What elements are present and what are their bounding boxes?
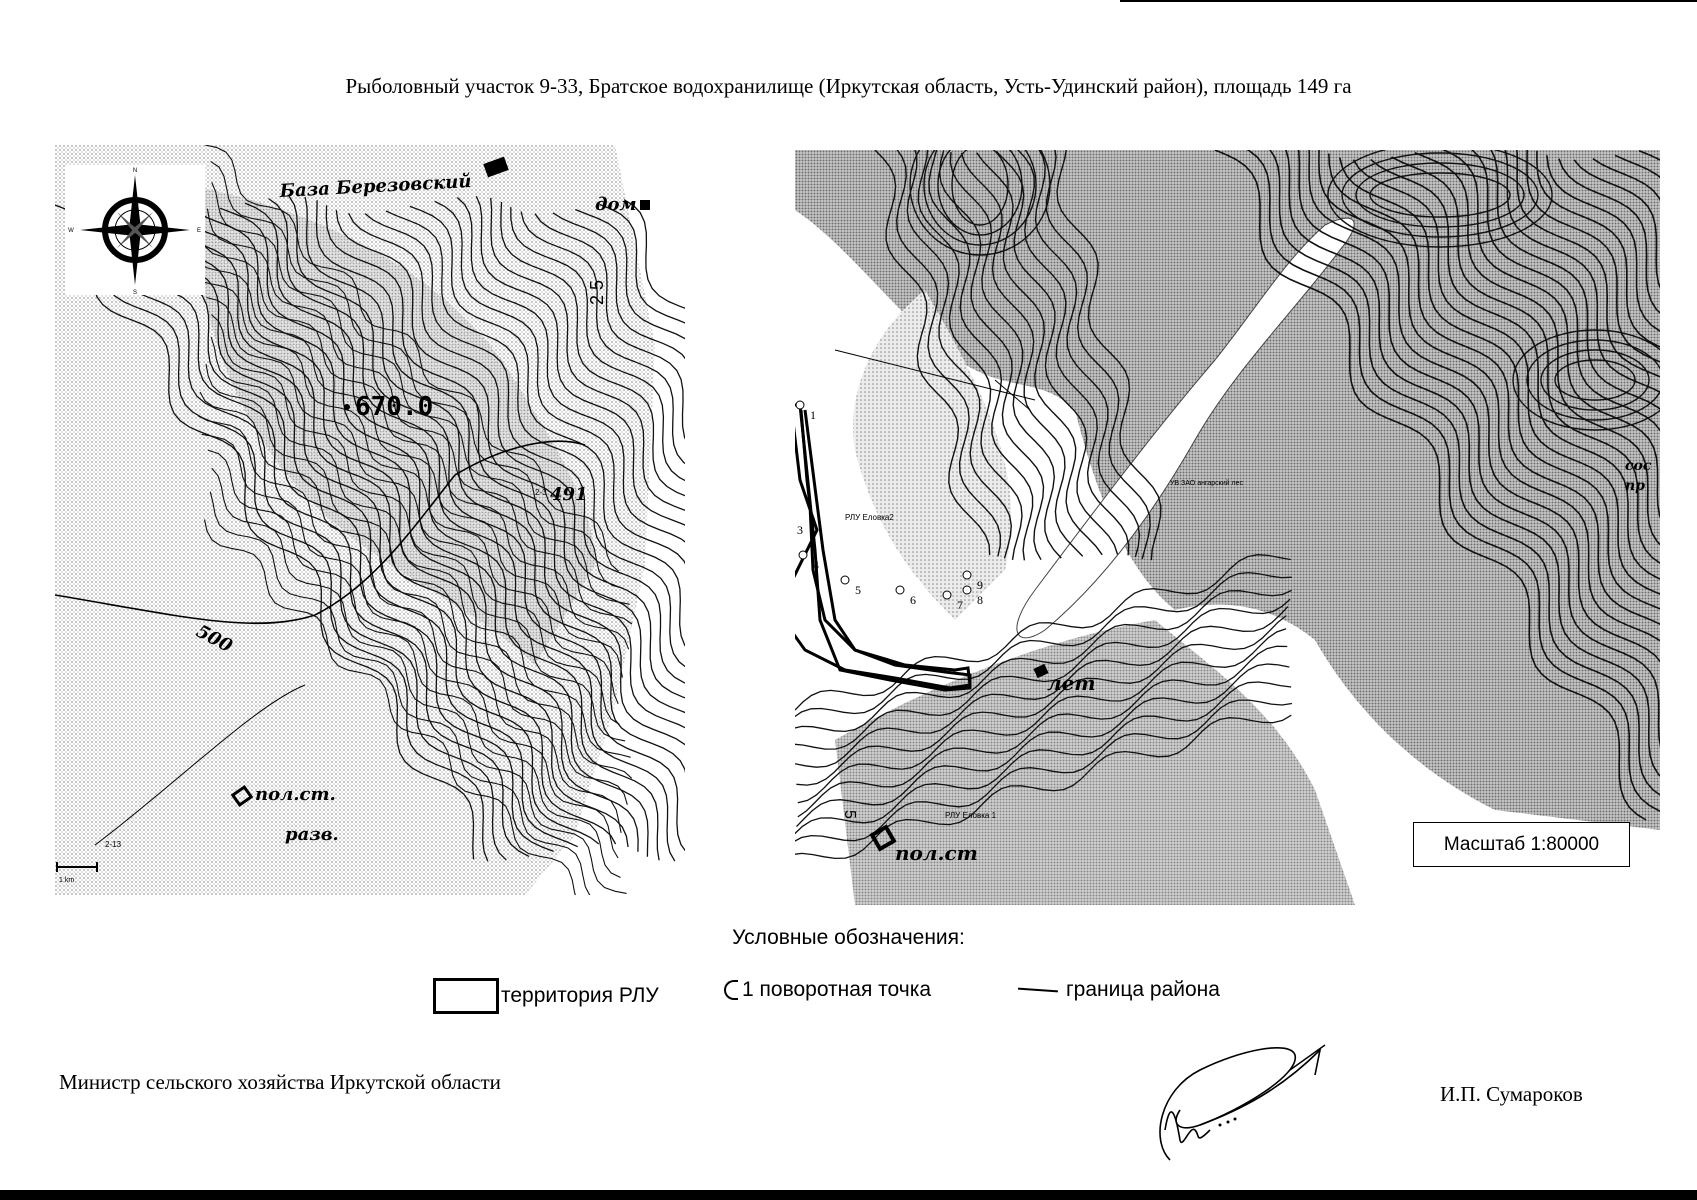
turn-point-icon — [724, 980, 738, 1000]
legend-item-boundary: граница района — [1017, 978, 1220, 1002]
label-station-sub: разв. — [285, 824, 339, 845]
turning-point-label: 8 — [977, 593, 983, 607]
rlu-boundary — [795, 409, 972, 690]
turning-point-label: 1 — [810, 408, 816, 422]
turning-point-label: 4 — [813, 558, 819, 572]
label-station: пол.ст. — [255, 784, 336, 805]
building-icon — [483, 156, 509, 178]
label-elevation: 670.0 — [355, 392, 433, 422]
legend-item-turn-point: 1 поворотная точка — [724, 978, 931, 1002]
legend-label-turn-point: 1 поворотная точка — [742, 978, 932, 1001]
label-dwelling: лет — [1047, 671, 1096, 695]
turning-point-label: 3 — [797, 523, 803, 537]
label-tag-23: 2-3 — [535, 488, 547, 497]
elevation-point-icon — [344, 404, 350, 410]
legend-label-territory: территория РЛУ — [501, 984, 659, 1007]
label-station: пол.ст — [895, 841, 978, 865]
scan-edge-line — [1120, 0, 1697, 2]
compass-s: S — [133, 290, 137, 296]
boundary-line-icon — [1017, 987, 1059, 993]
signatory-position: Министр сельского хозяйства Иркутской об… — [59, 1070, 501, 1094]
territory-swatch-icon — [433, 978, 499, 1014]
scale-bar: 1 km — [56, 862, 98, 884]
compass-e: E — [197, 228, 201, 234]
turning-point-marker — [962, 570, 972, 580]
right-topographic-map: 123456789 РЛУ Еловка2 УВ ЗАО ангарский л… — [795, 150, 1660, 905]
label-rlu-2: РЛУ Еловка 1 — [945, 811, 997, 820]
label-tag-213: 2-13 — [105, 840, 122, 849]
turning-point-marker — [942, 590, 952, 600]
label-grid-number: 2 5 — [587, 280, 607, 305]
turning-point-marker — [962, 585, 972, 595]
svg-text:1 km: 1 km — [59, 877, 74, 884]
turning-point-label: 9 — [977, 578, 983, 592]
turning-point-marker — [798, 550, 808, 560]
map-scale-box: Масштаб 1:80000 — [1413, 822, 1630, 867]
left-topographic-map: N S W E База Березовский дом 670.0 2 5 4… — [55, 145, 685, 895]
document-title: Рыболовный участок 9-33, Братское водохр… — [345, 74, 1352, 98]
compass-rose-icon: N S W E — [65, 165, 205, 296]
legend-label-boundary: граница района — [1066, 978, 1220, 1001]
station-icon — [230, 784, 254, 808]
signature-icon — [1159, 1044, 1326, 1161]
signatory-name: И.П. Сумароков — [1440, 1082, 1583, 1106]
label-rlu-1: РЛУ Еловка2 — [845, 513, 894, 522]
label-num-5: 5 — [841, 810, 858, 819]
left-map-panel: N S W E База Березовский дом 670.0 2 5 4… — [55, 145, 685, 895]
turning-point-marker — [840, 575, 850, 585]
turning-point-marker — [795, 400, 805, 410]
building-icon — [640, 200, 650, 210]
rlu-territory-outline — [795, 403, 972, 692]
turning-point-marker — [895, 585, 905, 595]
compass-w: W — [68, 228, 74, 234]
reservoir-water — [1016, 217, 1355, 639]
contour-lines — [55, 145, 685, 895]
turning-point-label: 5 — [855, 583, 861, 597]
turning-points: 123456789 — [795, 400, 983, 612]
building-icon — [1033, 663, 1049, 679]
station-icon — [869, 824, 897, 852]
contour-lines — [795, 150, 1660, 860]
label-side-a: сос — [1625, 458, 1652, 474]
district-boundary-line — [55, 440, 586, 625]
turning-point-label: 7 — [957, 598, 963, 612]
right-map-panel: 123456789 РЛУ Еловка2 УВ ЗАО ангарский л… — [795, 150, 1660, 905]
label-side-b: пр — [1625, 478, 1645, 494]
scan-edge-bar — [0, 1190, 1697, 1200]
legend-title: Условные обозначения: — [732, 926, 965, 949]
label-place-top-right: дом — [595, 194, 637, 215]
label-uv: УВ ЗАО ангарский лес — [1170, 479, 1243, 487]
terrain-shading-dense — [185, 185, 595, 665]
legend-item-territory: территория РЛУ — [433, 978, 659, 1014]
turning-point-label: 6 — [910, 593, 916, 607]
label-height-491: 491 — [550, 484, 588, 505]
compass-n: N — [133, 168, 137, 174]
